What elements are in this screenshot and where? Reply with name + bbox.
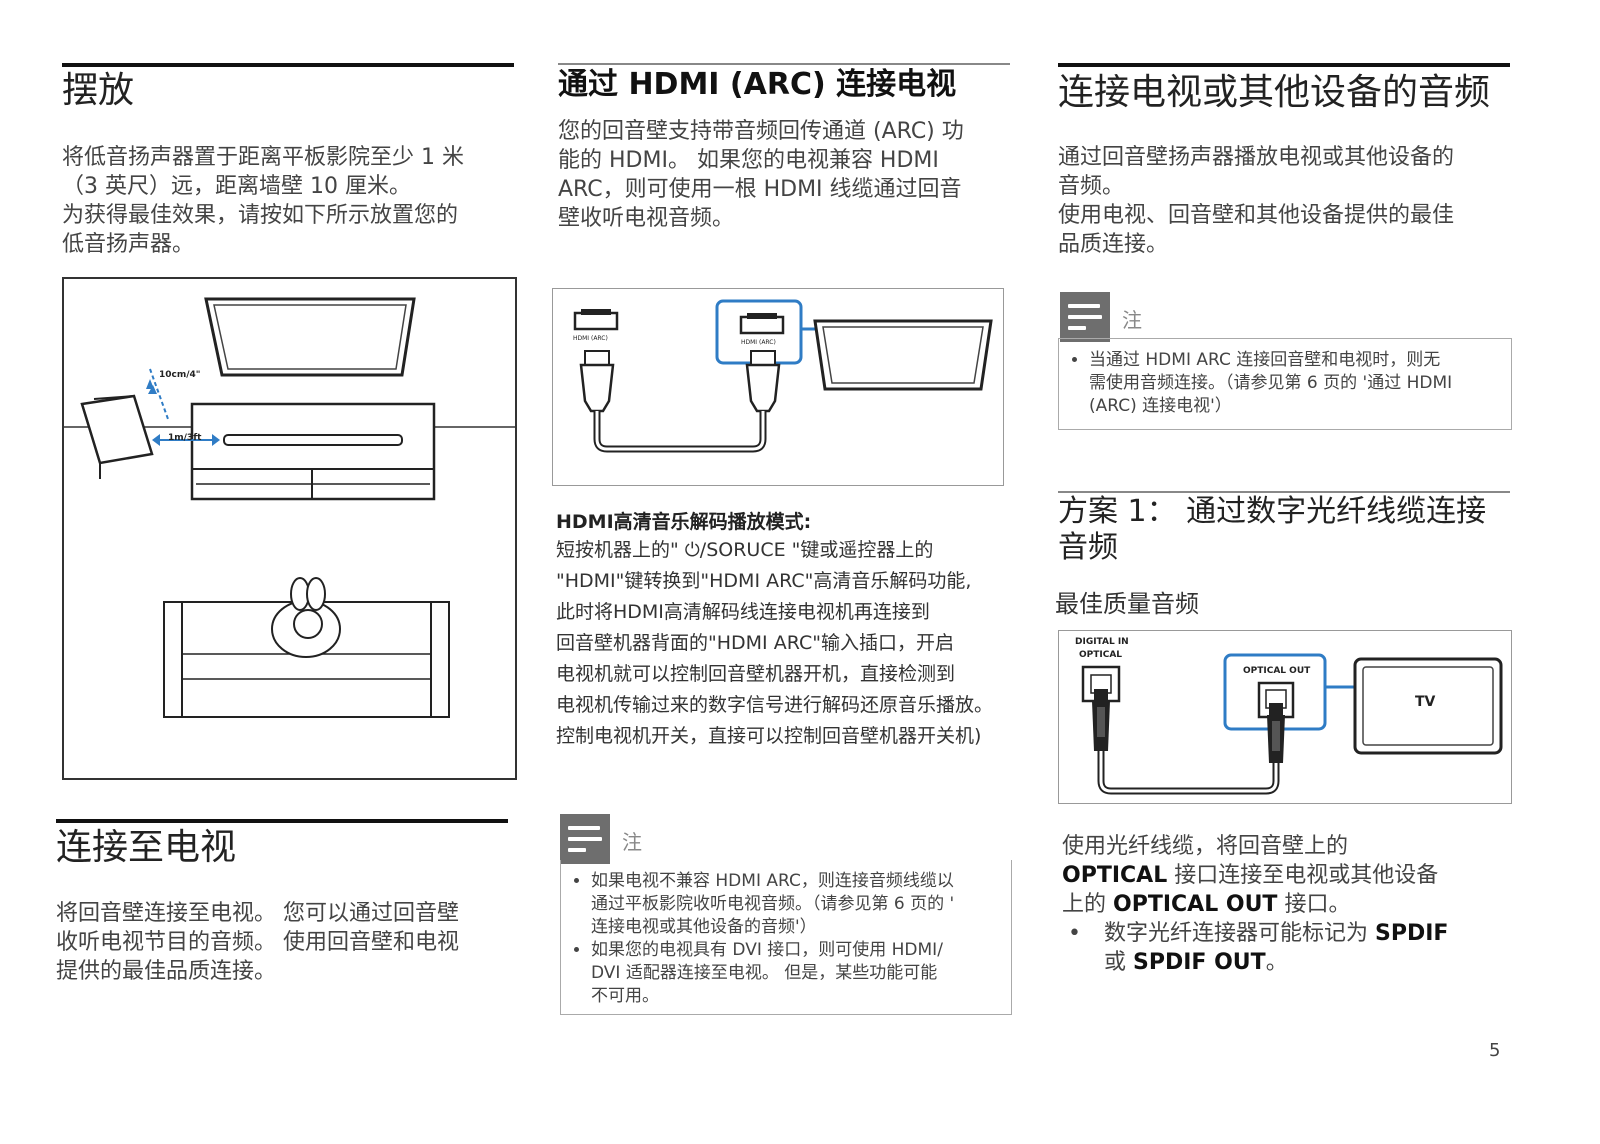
optical-in-label: OPTICAL bbox=[1079, 650, 1123, 660]
hdmi-text: 您的回音壁支持带音频回传通道 (ARC) 功 能的 HDMI。 如果您的电视兼容… bbox=[558, 119, 964, 231]
optical-plug-left-icon bbox=[1092, 689, 1110, 751]
hdmi-port-right-label: HDMI (ARC) bbox=[741, 339, 776, 346]
hdmi-title: 通过 HDMI (ARC) 连接电视 bbox=[558, 67, 957, 102]
sub-distance-label: 1m/3ft bbox=[168, 433, 202, 443]
hdmi-port-icon bbox=[573, 309, 619, 331]
placement-diagram: 10cm/4" 1m/3ft bbox=[62, 277, 517, 780]
optical-plug-right-icon bbox=[1267, 703, 1285, 763]
connect-tv-rule bbox=[56, 819, 508, 823]
hdmi-port-left-label: HDMI (ARC) bbox=[573, 335, 608, 342]
placement-rule bbox=[62, 63, 514, 67]
option1-text: 使用光纤线缆，将回音壁上的 OPTICAL 接口连接至电视或其他设备 上的 OP… bbox=[1062, 834, 1439, 917]
placement-title: 摆放 bbox=[62, 70, 135, 111]
audio-tv-title: 连接电视或其他设备的音频 bbox=[1058, 72, 1491, 113]
option1-rule bbox=[1058, 491, 1510, 493]
hdmi-mode-title: HDMI高清音乐解码播放模式: bbox=[556, 511, 812, 533]
hdmi-plug-right-icon bbox=[745, 350, 781, 413]
tv-icon bbox=[1353, 657, 1503, 755]
option1-title: 方案 1： 通过数字光纤线缆连接 音频 bbox=[1058, 494, 1487, 565]
tv-icon bbox=[204, 297, 416, 377]
note-item: 如果您的电视具有 DVI 接口，则可使用 HDMI/ DVI 适配器连接至电视。… bbox=[591, 939, 1011, 1008]
optical-diagram: DIGITAL IN OPTICAL OPTICAL OUT TV bbox=[1058, 630, 1512, 804]
hdmi-diagram: HDMI (ARC) HDMI (ARC) bbox=[552, 288, 1004, 486]
note-item: 当通过 HDMI ARC 连接回音壁和电视时，则无 需使用音频连接。（请参见第 … bbox=[1089, 349, 1511, 418]
page-number: 5 bbox=[1489, 1040, 1501, 1061]
digital-in-label: DIGITAL IN bbox=[1075, 637, 1129, 647]
option1-subtitle: 最佳质量音频 bbox=[1055, 590, 1199, 618]
subwoofer-icon bbox=[80, 394, 154, 479]
connect-tv-title: 连接至电视 bbox=[56, 827, 237, 868]
connect-tv-text: 将回音壁连接至电视。 您可以通过回音壁 收听电视节目的音频。 使用回音壁和电视 … bbox=[56, 901, 459, 984]
cabinet-icon bbox=[190, 402, 436, 501]
hdmi-note-box: 如果电视不兼容 HDMI ARC，则连接音频线缆以 通过平板影院收听电视音频。（… bbox=[560, 860, 1012, 1015]
note-icon bbox=[1060, 292, 1110, 342]
wall-distance-label: 10cm/4" bbox=[159, 370, 201, 380]
room-layout-illustration bbox=[64, 297, 515, 718]
audio-tv-rule bbox=[1058, 63, 1510, 67]
sofa-icon bbox=[163, 601, 450, 718]
audio-tv-text: 通过回音壁扬声器播放电视或其他设备的 音频。 使用电视、回音壁和其他设备提供的最… bbox=[1058, 145, 1455, 257]
optical-out-label: OPTICAL OUT bbox=[1243, 666, 1311, 676]
hdmi-arc-port-icon bbox=[739, 313, 785, 335]
listener-icon bbox=[271, 577, 341, 658]
hdmi-plug-left-icon bbox=[579, 350, 615, 413]
hdmi-rule bbox=[558, 63, 1010, 65]
optical-connection-illustration bbox=[1081, 653, 1503, 795]
hdmi-connection-illustration bbox=[573, 299, 993, 453]
note-label: 注 bbox=[622, 830, 642, 854]
hdmi-mode-text: 短按机器上的" ⏻/SORUCE "键或遥控器上的 "HDMI"键转换到"HDM… bbox=[556, 539, 994, 747]
note-label: 注 bbox=[1122, 308, 1142, 332]
note-icon bbox=[560, 814, 610, 864]
tv-label: TV bbox=[1415, 694, 1436, 710]
note-item: 如果电视不兼容 HDMI ARC，则连接音频线缆以 通过平板影院收听电视音频。（… bbox=[591, 870, 1011, 939]
audio-note-box: 当通过 HDMI ARC 连接回音壁和电视时，则无 需使用音频连接。（请参见第 … bbox=[1058, 338, 1512, 430]
tv-icon bbox=[813, 319, 993, 391]
placement-text: 将低音扬声器置于距离平板影院至少 1 米 （3 英尺）远，距离墙壁 10 厘米。… bbox=[62, 145, 464, 257]
